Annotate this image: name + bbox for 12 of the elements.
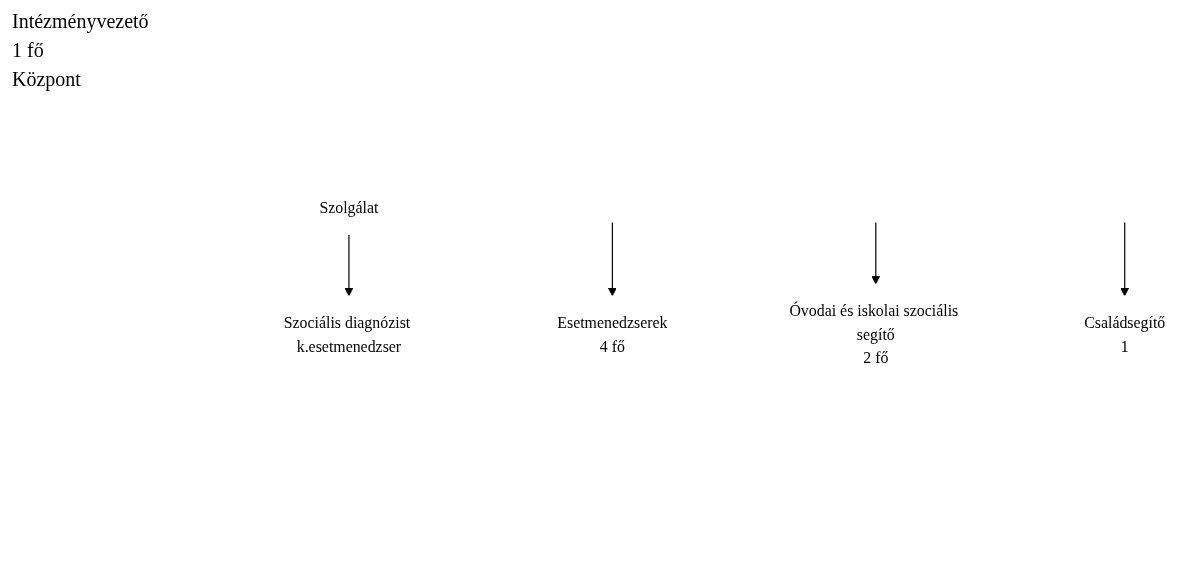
node-text: Szolgálat <box>319 199 379 217</box>
arrow <box>344 234 354 297</box>
node-text: Szociális diagnózist k.esetmenedzser <box>283 314 411 355</box>
label-text: 1 fő <box>12 39 45 62</box>
node-text: Esetmenedzserek 4 fő <box>557 314 668 355</box>
arrow <box>1120 222 1130 297</box>
arrow <box>608 222 617 297</box>
node-text: Családsegítő 1 <box>1084 314 1166 355</box>
label-text: Központ <box>12 68 82 91</box>
label-text: Intézményvezető <box>12 10 150 33</box>
node-text: Óvodai és iskolai szociális segítő 2 fő <box>789 302 959 367</box>
arrow <box>871 222 881 285</box>
